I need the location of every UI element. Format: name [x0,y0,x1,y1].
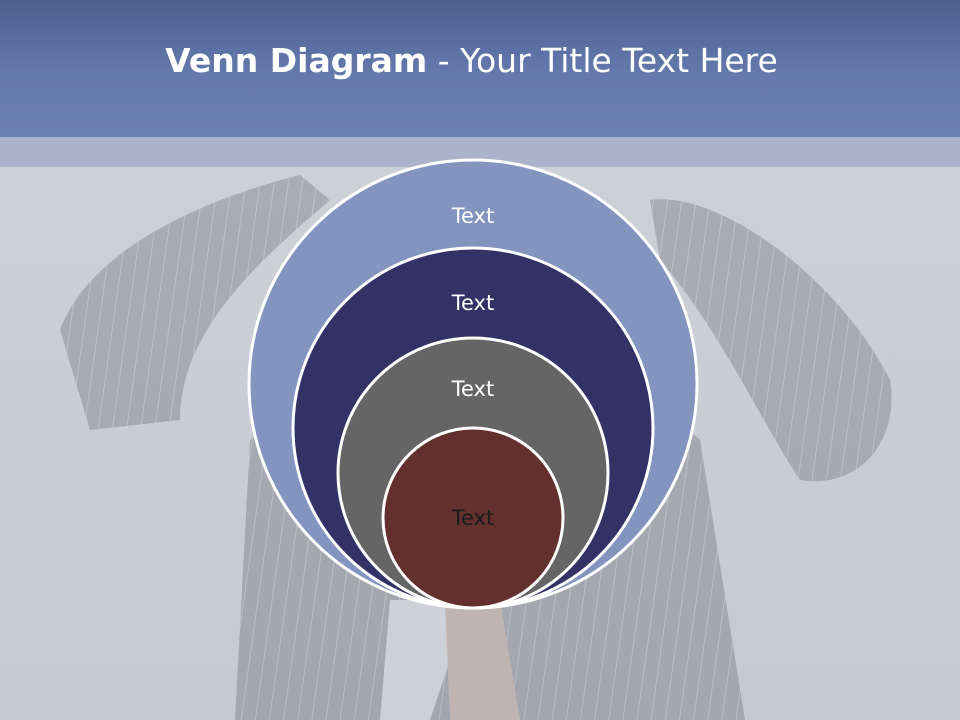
venn-circle-label-2: Text [451,291,494,315]
title-rest: - Your Title Text Here [427,41,778,80]
slide-title: Venn Diagram - Your Title Text Here [0,41,943,80]
venn-circle-label-1: Text [451,204,494,228]
venn-circle-4 [381,426,565,610]
title-bar [0,0,960,137]
venn-circle-label-3: Text [451,377,494,401]
venn-circle-label-4: Text [451,506,494,530]
title-bold: Venn Diagram [165,41,428,80]
